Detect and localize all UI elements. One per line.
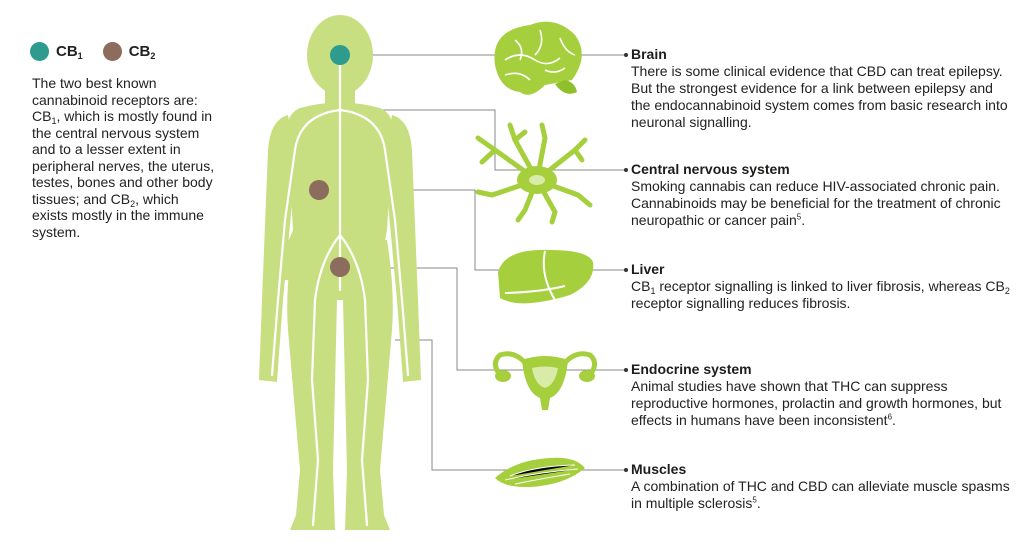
cb2-legend-swatch xyxy=(102,42,122,61)
section-cns: Central nervous system Smoking cannabis … xyxy=(631,161,1011,229)
section-muscles-title: Muscles xyxy=(631,461,687,477)
cb2-legend-label: CB2 xyxy=(128,43,156,61)
section-brain: Brain There is some clinical evidence th… xyxy=(631,46,1011,131)
cb1-receptor-brain-marker xyxy=(330,45,350,65)
section-muscles: Muscles A combination of THC and CBD can… xyxy=(631,461,1011,512)
section-cns-body: Smoking cannabis can reduce HIV-associat… xyxy=(631,178,1001,228)
uterus-icon xyxy=(492,351,598,410)
connector-end-dots xyxy=(624,53,628,472)
cb1-legend-label: CB1 xyxy=(56,43,83,61)
section-endocrine-body: Animal studies have shown that THC can s… xyxy=(631,378,1002,428)
neuron-icon xyxy=(475,122,593,225)
section-brain-body: There is some clinical evidence that CBD… xyxy=(631,63,1008,130)
section-muscles-body: A combination of THC and CBD can allevia… xyxy=(631,478,1010,511)
cb2-receptor-marker-lower xyxy=(330,257,350,277)
intro-text: The two best known cannabinoid receptors… xyxy=(32,75,215,240)
cb1-legend-swatch xyxy=(30,42,49,61)
section-liver: Liver CB1 receptor signalling is linked … xyxy=(631,261,1011,312)
section-brain-title: Brain xyxy=(631,46,667,62)
cb2-receptor-marker-upper xyxy=(309,180,329,200)
section-cns-title: Central nervous system xyxy=(631,161,790,177)
connector-cns xyxy=(350,109,626,171)
legend: CB1 CB2 xyxy=(30,42,175,61)
section-endocrine-title: Endocrine system xyxy=(631,361,752,377)
liver-icon xyxy=(498,249,594,304)
muscle-icon xyxy=(495,457,585,488)
brain-icon xyxy=(494,21,582,95)
section-liver-body: CB1 receptor signalling is linked to liv… xyxy=(631,278,1010,311)
section-liver-title: Liver xyxy=(631,261,665,277)
section-endocrine: Endocrine system Animal studies have sho… xyxy=(631,361,1011,429)
